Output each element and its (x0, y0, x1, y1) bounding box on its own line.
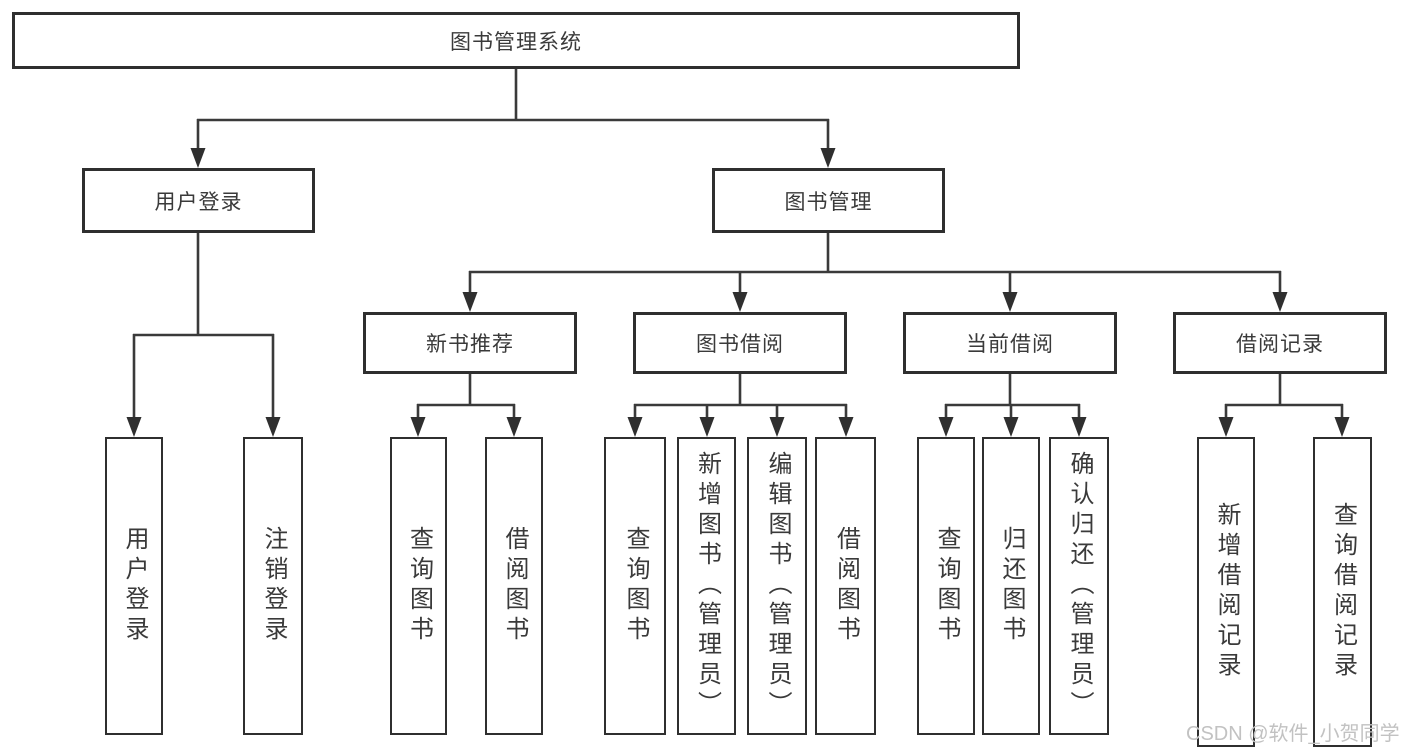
node-label: 查询图书 (405, 526, 433, 646)
node-new-book-recommend: 新书推荐 (363, 312, 577, 374)
leaf-return-books: 归还图书 (982, 437, 1040, 735)
node-label: 注销登录 (260, 526, 287, 646)
node-label: 查询图书 (622, 526, 649, 646)
node-label: 图书管理系统 (450, 30, 582, 54)
node-book-borrowing: 图书借阅 (633, 312, 847, 374)
arrowhead-icons (126, 148, 1350, 437)
node-label: 借阅记录 (1236, 333, 1324, 356)
leaf-add-borrow-record: 新增借阅记录 (1197, 437, 1255, 747)
node-label: 借阅图书 (501, 526, 528, 646)
node-user-login-branch: 用户登录 (82, 168, 315, 233)
leaf-query-borrow-record: 查询借阅记录 (1313, 437, 1372, 747)
leaf-logout: 注销登录 (243, 437, 303, 735)
node-label: 图书借阅 (696, 333, 784, 356)
node-label: 当前借阅 (966, 333, 1054, 356)
node-label: 新增图书（管理员） (693, 451, 721, 721)
node-label: 用户登录 (121, 526, 148, 646)
node-borrowing-records: 借阅记录 (1173, 312, 1387, 374)
csdn-watermark: CSDN @软件_小贺同学 (1186, 723, 1400, 745)
node-label: 新增借阅记录 (1213, 502, 1240, 682)
node-label: 归还图书 (998, 526, 1025, 646)
leaf-query-books: 查询图书 (604, 437, 666, 735)
leaf-borrow-books: 借阅图书 (815, 437, 876, 735)
node-label: 确认归还（管理员） (1066, 451, 1093, 721)
node-label: 编辑图书（管理员） (764, 451, 791, 721)
node-library-management-system: 图书管理系统 (12, 12, 1020, 69)
leaf-confirm-return-admin: 确认归还（管理员） (1049, 437, 1109, 735)
node-current-borrowing: 当前借阅 (903, 312, 1117, 374)
leaf-add-books-admin: 新增图书（管理员） (677, 437, 736, 735)
leaf-user-login: 用户登录 (105, 437, 163, 735)
node-label: 借阅图书 (832, 526, 860, 646)
leaf-edit-books-admin: 编辑图书（管理员） (747, 437, 807, 735)
node-label: 查询图书 (933, 526, 960, 646)
node-book-management-branch: 图书管理 (712, 168, 945, 233)
leaf-query-books-recommend: 查询图书 (390, 437, 447, 735)
node-label: 新书推荐 (426, 333, 514, 356)
node-label: 图书管理 (784, 190, 873, 214)
node-label: 查询借阅记录 (1329, 502, 1357, 682)
leaf-borrow-books-recommend: 借阅图书 (485, 437, 543, 735)
leaf-query-books-current: 查询图书 (917, 437, 975, 735)
node-label: 用户登录 (154, 190, 243, 214)
